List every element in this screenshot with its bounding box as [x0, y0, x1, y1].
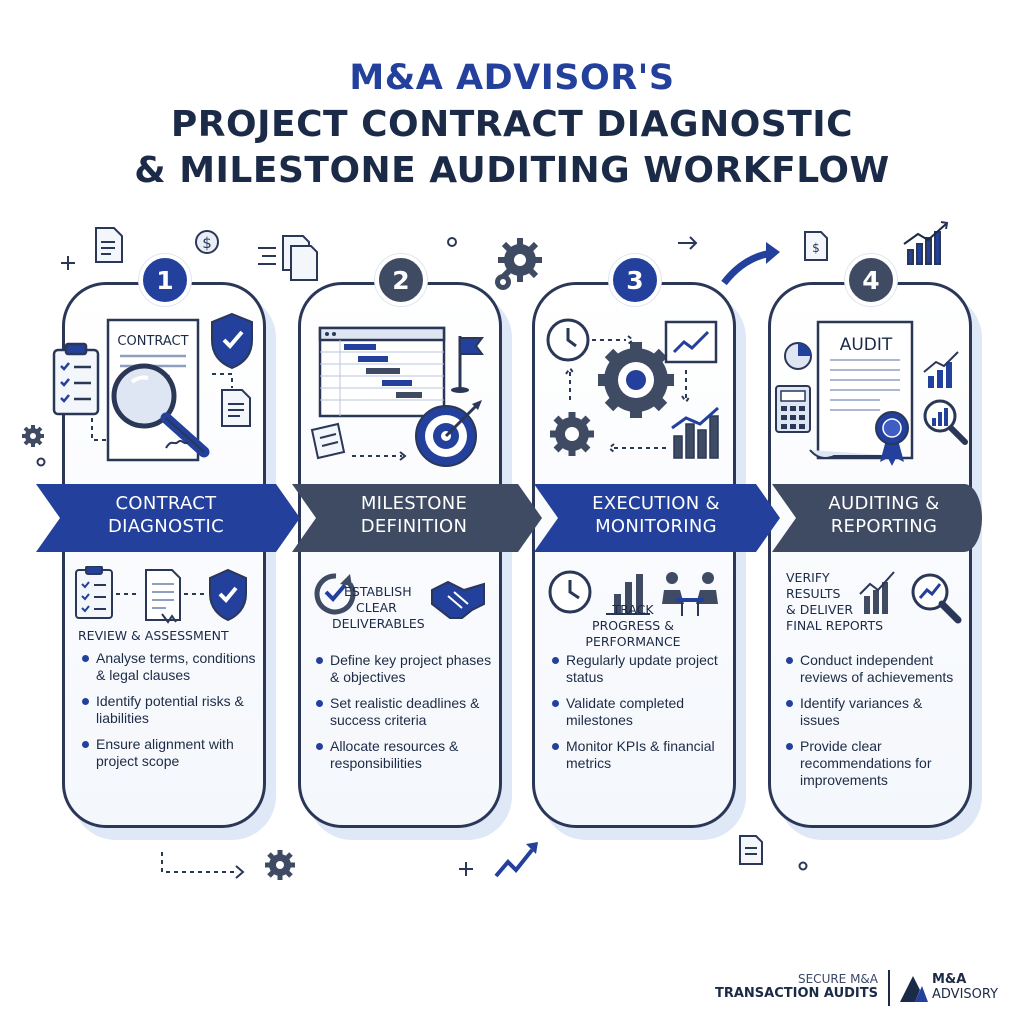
section-title-3: TRACK PROGRESS & PERFORMANCE [585, 602, 681, 649]
list-item: Define key project phases & objectives [314, 652, 494, 686]
list-item: Provide clear recommendations for improv… [784, 738, 964, 789]
handshake-icon [431, 580, 485, 619]
clipboard-checklist-icon [52, 342, 100, 416]
bar-chart-icon [606, 574, 650, 615]
dot-icon [447, 237, 457, 247]
step-number-2: 2 [375, 254, 427, 306]
trend-arrow-icon [494, 842, 538, 878]
banner-label-4: AUDITING &REPORTING [828, 493, 940, 537]
clock-icon [548, 570, 592, 614]
section-icons-2 [314, 573, 485, 619]
gear-icon [22, 425, 44, 447]
section-title-2: ESTABLISH CLEAR DELIVERABLES [332, 584, 425, 631]
list-item: Ensure alignment with project scope [80, 736, 260, 770]
document-icon [739, 835, 763, 865]
dollar-document-icon: $ [804, 231, 828, 261]
illustration-execution [546, 318, 719, 459]
step-number-1: 1 [139, 254, 191, 306]
shield-check-icon [209, 568, 247, 622]
section-icons-3 [548, 570, 718, 616]
growth-chart-icon [903, 221, 949, 265]
svg-text:$: $ [812, 241, 820, 255]
dot-icon [798, 861, 808, 871]
list-item: Identify potential risks & liabilities [80, 693, 260, 727]
step-number-4: 4 [845, 254, 897, 306]
meeting-icon [662, 572, 718, 616]
illustration-contract: CONTRACT [52, 312, 253, 462]
flying-documents-icon [258, 235, 318, 281]
step-1-bullets: Analyse terms, conditions & legal clause… [80, 650, 260, 779]
target-icon [415, 400, 482, 467]
pie-chart-icon [784, 342, 812, 370]
gears-icon [495, 238, 542, 290]
step-4-bullets: Conduct independent reviews of achieveme… [784, 652, 964, 798]
signature-icon [165, 439, 189, 449]
check-cycle-icon [314, 573, 356, 615]
step-2-bullets: Define key project phases & objectives S… [314, 652, 494, 781]
plus-sparkle-icon [459, 862, 473, 876]
list-item: Allocate resources & responsibilities [314, 738, 494, 772]
curved-arrow-icon [721, 242, 780, 286]
list-item: Analyse terms, conditions & legal clause… [80, 650, 260, 684]
document-icon [95, 227, 123, 263]
document-icon [221, 389, 251, 427]
section-title-1: REVIEW & ASSESSMENT [78, 628, 229, 643]
side-decorations [22, 425, 46, 467]
brand-logo-icon [900, 976, 928, 1002]
footer-brand: M&A ADVISORY [932, 972, 999, 1002]
dashed-arrow-icon [678, 236, 698, 250]
plus-sparkle-icon [61, 256, 75, 270]
banner-label-3: EXECUTION &MONITORING [592, 493, 720, 537]
ribbon-seal-icon [875, 411, 909, 466]
contract-label: CONTRACT [117, 334, 188, 349]
list-item: Set realistic deadlines & success criter… [314, 695, 494, 729]
illustration-audit: AUDIT [775, 320, 968, 466]
footer-divider [888, 970, 890, 1006]
magnifier-chart-icon [923, 399, 968, 445]
shield-check-icon [211, 312, 253, 370]
growth-chart-icon [859, 571, 895, 614]
step-3-bullets: Regularly update project status Validate… [550, 652, 730, 781]
audit-label: AUDIT [840, 335, 893, 355]
bottom-decorations [161, 835, 808, 880]
list-item: Regularly update project status [550, 652, 730, 686]
dot-icon [36, 457, 46, 467]
title-line-1: M&A ADVISOR'S [349, 58, 675, 98]
bar-chart-icon [671, 406, 719, 459]
dollar-coin-icon: $ [195, 230, 219, 254]
footer-tagline: SECURE M&A TRANSACTION AUDITS [714, 972, 878, 1001]
illustration-milestones [310, 326, 484, 467]
notepad-icon [310, 422, 346, 460]
section-icons-1 [75, 566, 247, 624]
gantt-chart-icon [318, 326, 446, 418]
gear-icon [265, 850, 295, 880]
calculator-icon [775, 385, 811, 433]
gear-icon [550, 412, 594, 456]
list-item: Identify variances & issues [784, 695, 964, 729]
top-decorations: $ $ [61, 221, 949, 297]
gear-icon [598, 342, 674, 418]
growth-chart-icon [923, 351, 959, 388]
list-item: Conduct independent reviews of achieveme… [784, 652, 964, 686]
list-item: Validate completed milestones [550, 695, 730, 729]
chart-icon [664, 320, 718, 364]
magnifier-chart-icon [911, 573, 962, 624]
svg-text:$: $ [202, 234, 212, 252]
flag-icon [451, 336, 484, 393]
clock-icon [546, 318, 590, 362]
title-line-3: & MILESTONE AUDITING WORKFLOW [134, 150, 890, 191]
list-item: Monitor KPIs & financial metrics [550, 738, 730, 772]
magnifier-icon [111, 363, 210, 458]
section-icons-4 [859, 571, 962, 624]
title-line-2: PROJECT CONTRACT DIAGNOSTIC [170, 104, 854, 145]
step-number-3: 3 [609, 254, 661, 306]
contract-document-icon [145, 569, 181, 624]
clipboard-checklist-icon [75, 566, 113, 619]
section-title-4: VERIFY RESULTS & DELIVER FINAL REPORTS [786, 570, 884, 633]
